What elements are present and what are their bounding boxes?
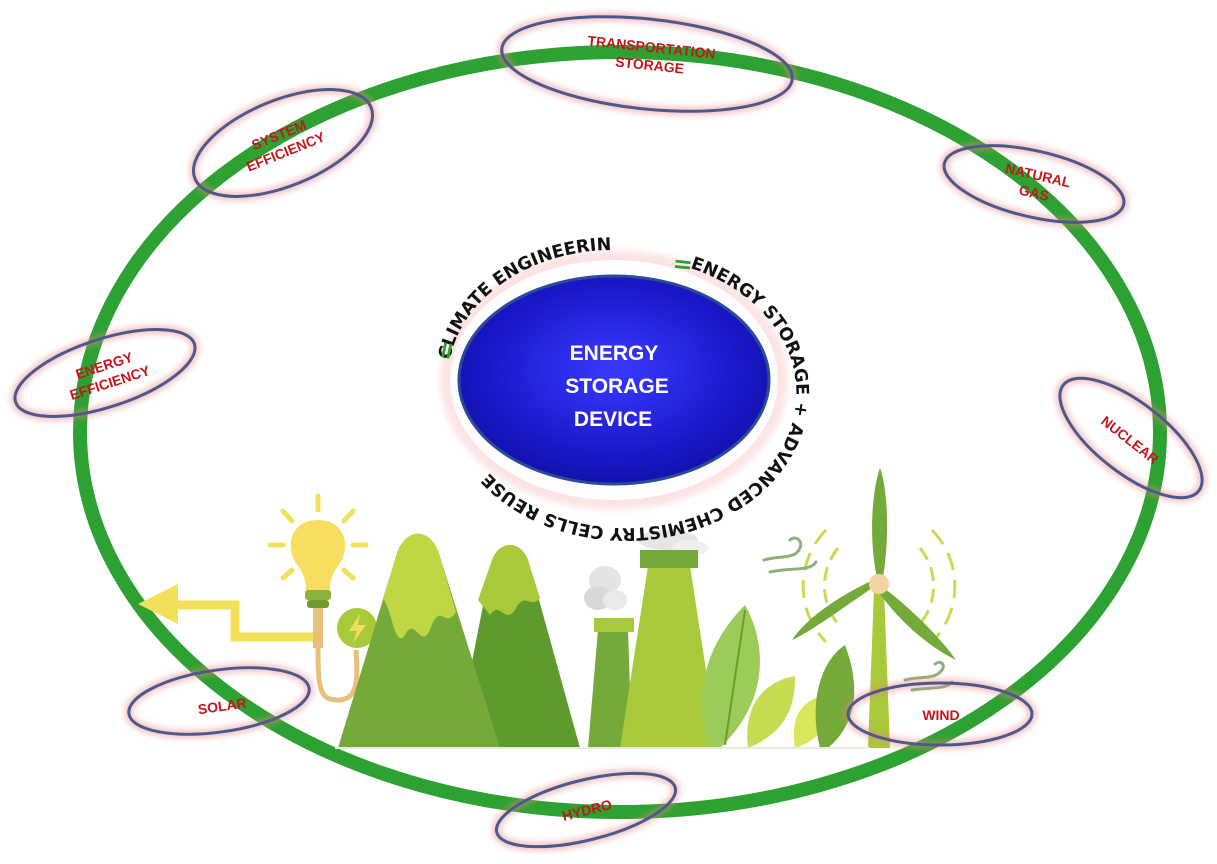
equals-sign-top: = [671,249,694,279]
node-wind-line-1: WIND [922,707,959,723]
wind-turbine-icon [792,468,957,748]
center-title-line-2: STORAGE [565,375,668,398]
node-transportation-storage: TRANSPORTATION STORAGE [497,12,797,116]
mountains-icon [338,533,580,748]
node-transportation-storage-line-2: STORAGE [615,53,685,76]
center-ellipse [457,274,771,486]
wind-gust-icon [762,536,954,692]
node-natural-gas-line-2: GAS [1017,182,1050,204]
node-hydro: HYDRO [491,768,681,852]
node-solar-line-1: SOLAR [197,695,248,718]
renewables-illustration [138,468,957,749]
center-title-line-3: DEVICE [574,408,652,431]
arrow-left-icon [138,584,318,642]
node-solar: SOLAR [124,663,314,739]
node-wind: WIND [843,678,1037,750]
plug-bolt-icon [315,608,377,703]
node-hydro-line-1: HYDRO [561,796,614,824]
light-bulb-icon [267,493,369,648]
center-title-line-1: ENERGY [570,342,659,365]
node-system-efficiency: SYSTEM EFFICIENCY [188,85,378,201]
outer-cycle-ring [73,45,1167,819]
node-natural-gas: NATURAL GAS [939,141,1129,227]
factory-chimney-icon [584,530,718,748]
node-nuclear: NUCLEAR [1055,373,1207,503]
leaf-icon [702,605,855,748]
